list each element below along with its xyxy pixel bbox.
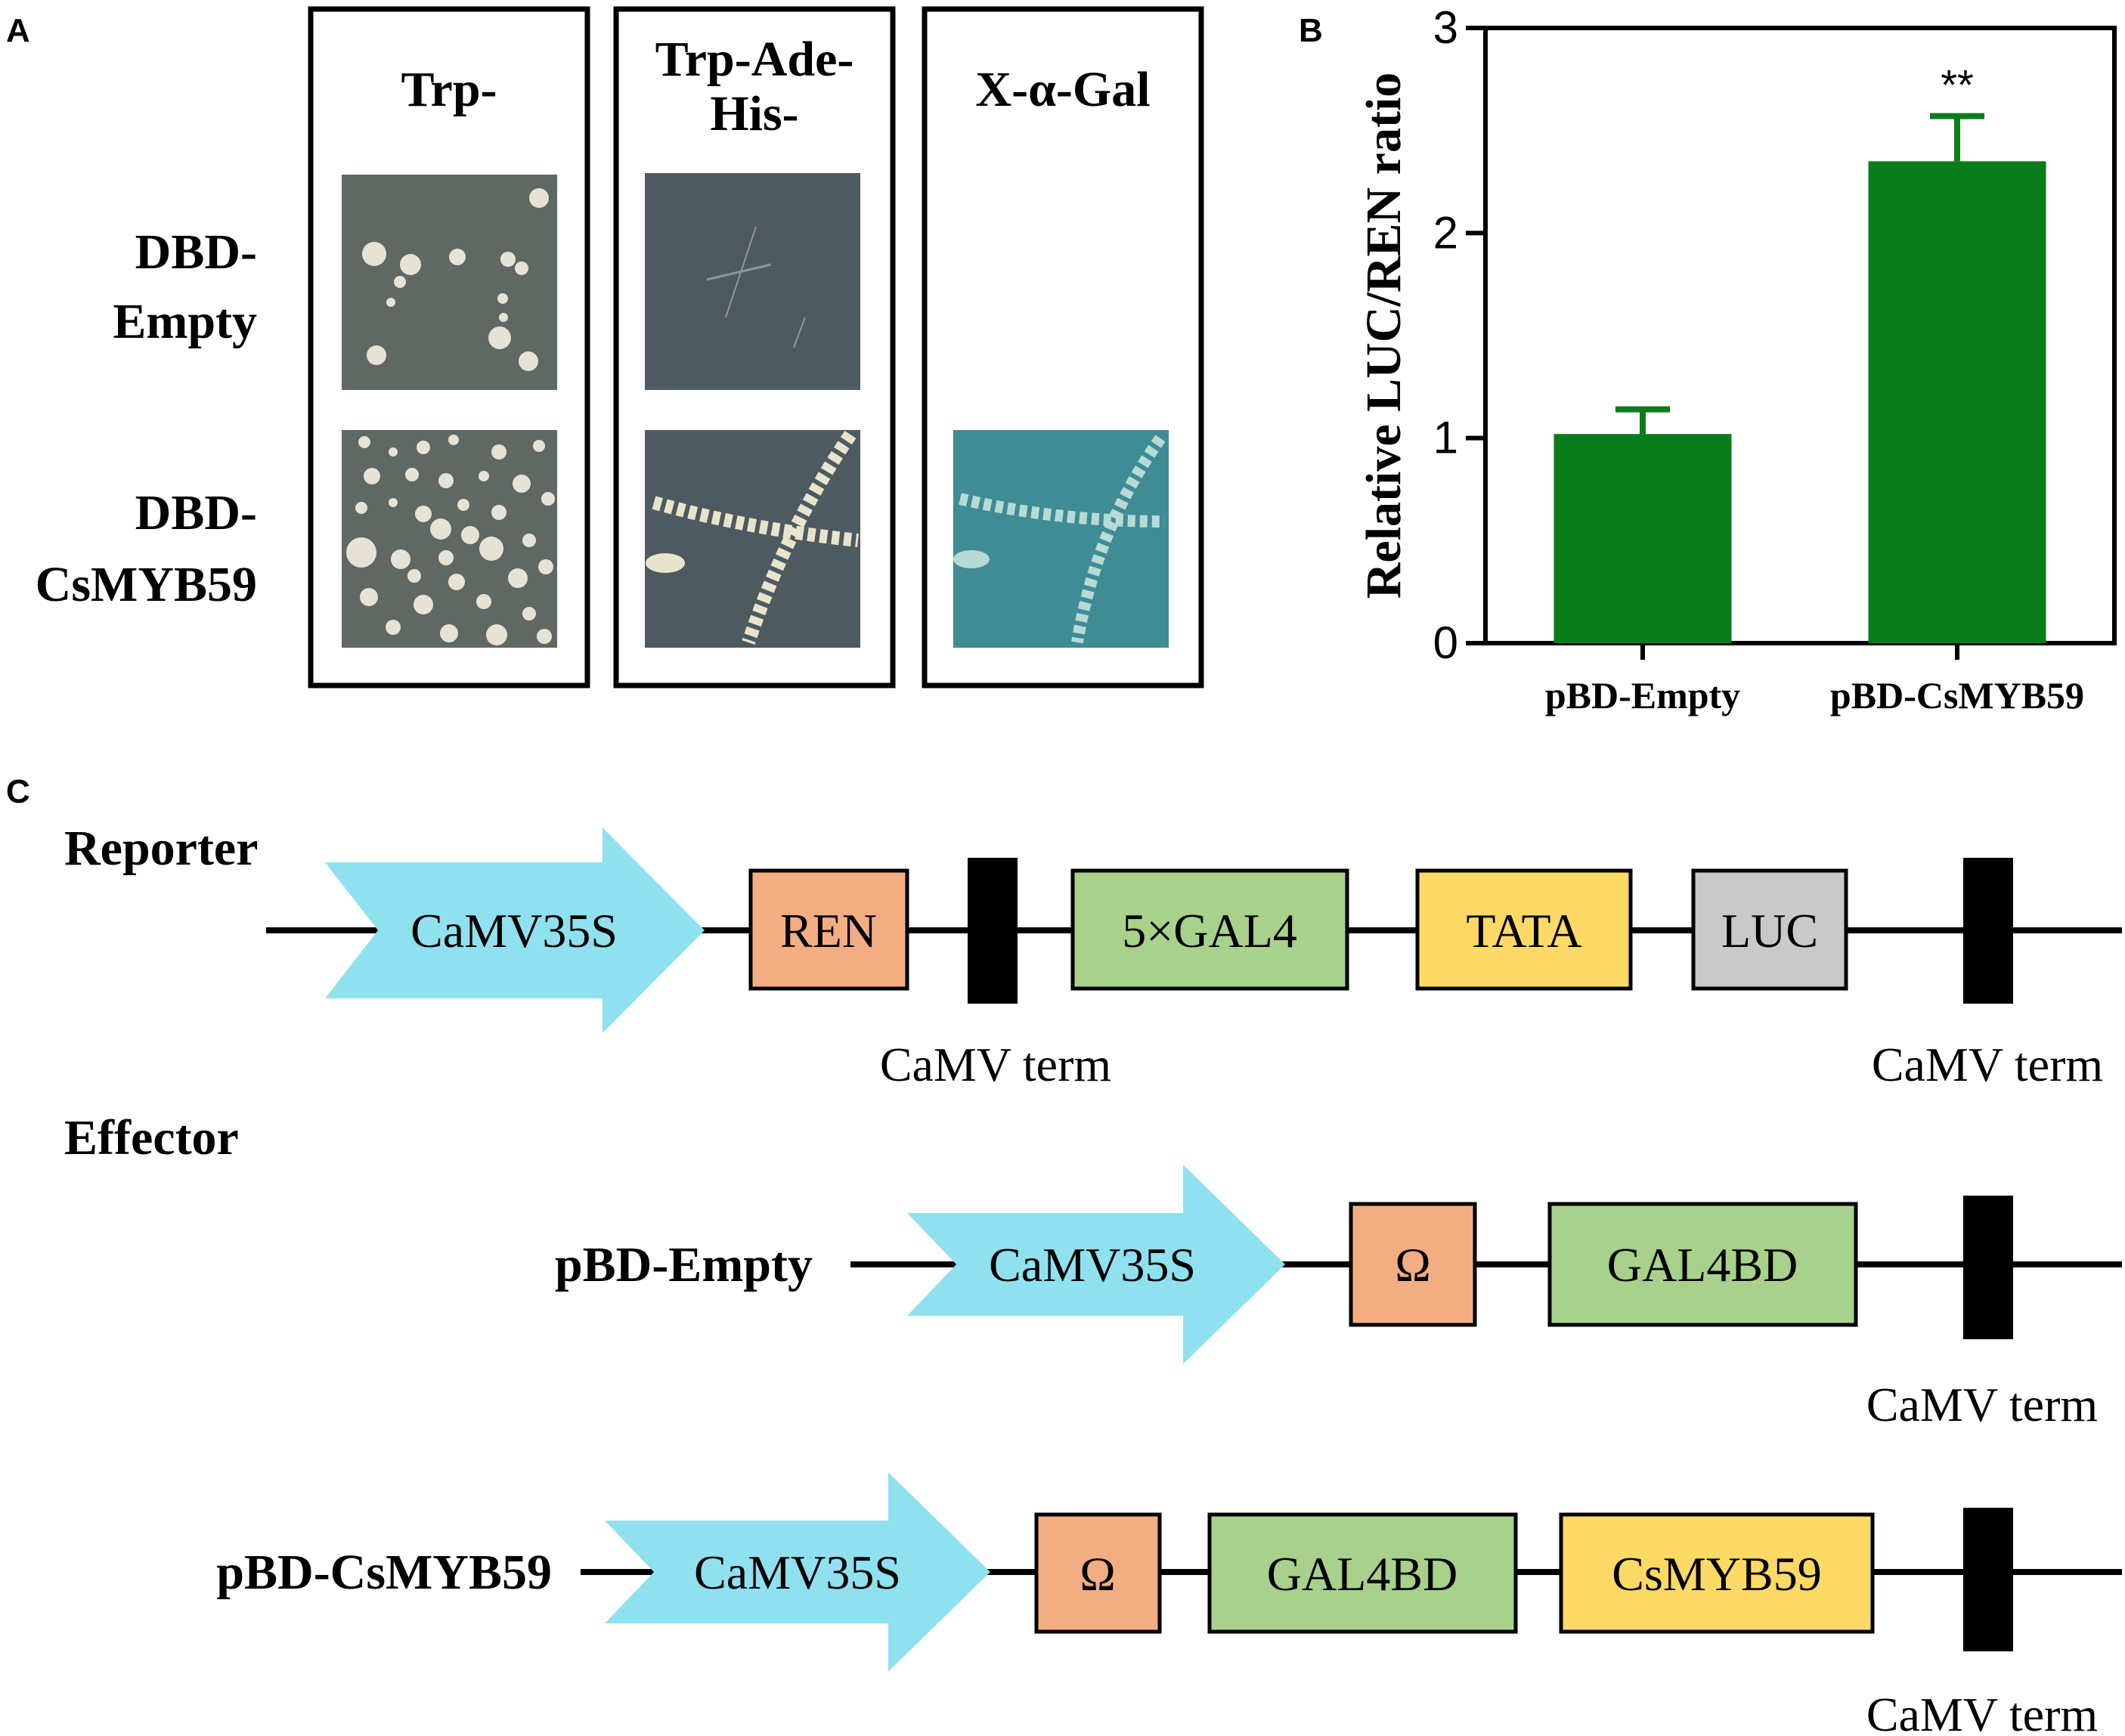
column-header-his: His- [710, 86, 798, 141]
chart-marks: 0 1 2 3 pBD-Empty pBD-CsMYB59 ** [1433, 2, 2084, 716]
reporter-terminator-1 [968, 858, 1018, 1004]
reporter-box-tata [1415, 868, 1633, 991]
plate-xgal-csmyb59 [953, 430, 1169, 648]
reporter-box-tata-label: TATA [1466, 904, 1581, 958]
reporter-box-gal4-label: 5×GAL4 [1122, 904, 1297, 958]
x-tick-label-0: pBD-Empty [1545, 674, 1740, 716]
reporter-promoter-arrow [325, 828, 705, 1033]
empty-promoter-label: CaMV35S [989, 1238, 1196, 1292]
bar-1 [1868, 161, 2046, 643]
reporter-box-luc [1691, 868, 1848, 991]
reporter-box-ren-label: REN [780, 904, 877, 958]
empty-box-gal4bd-label: GAL4BD [1607, 1238, 1798, 1292]
empty-box-omega [1349, 1202, 1477, 1327]
csmyb-box-csmyb59 [1559, 1512, 1875, 1634]
csmyb-term-label: CaMV term [1866, 1688, 2098, 1736]
empty-box-omega-label: Ω [1395, 1238, 1431, 1292]
panel-b: B Relative LUC/REN ratio 0 1 2 3 pBD-Empty pB… [1299, 2, 2117, 716]
plot-frame [1483, 26, 2117, 645]
empty-box-gal4bd [1547, 1202, 1858, 1327]
column-frame-x-gal [922, 6, 1204, 689]
column-header-trp-ade: Trp-Ade- [655, 32, 854, 87]
x-tick-label-1: pBD-CsMYB59 [1830, 674, 2084, 716]
plate-trp-csmyb59 [342, 430, 557, 648]
csmyb-construct-label: pBD-CsMYB59 [216, 1545, 552, 1600]
plate-trp-empty [342, 175, 557, 390]
reporter-term-label-1: CaMV term [880, 1038, 1111, 1091]
column-frame-trp-ade-his [613, 6, 896, 689]
effector-label: Effector [64, 1110, 239, 1165]
reporter-promoter-label: CaMV35S [410, 904, 618, 958]
csmyb-box-omega [1034, 1512, 1162, 1634]
empty-terminator [1963, 1196, 2013, 1339]
reporter-terminator-2 [1963, 858, 2013, 1004]
csmyb-box-omega-label: Ω [1080, 1547, 1116, 1601]
csmyb-promoter-label: CaMV35S [694, 1546, 901, 1599]
plate-tah-empty [645, 173, 860, 390]
panel-b-letter: B [1299, 12, 1323, 49]
y-tick-label-3: 3 [1433, 2, 1458, 53]
reporter-term-label-2: CaMV term [1872, 1038, 2103, 1091]
row-label-dbd-2: DBD- [135, 485, 257, 540]
row-label-dbd: DBD- [135, 224, 257, 280]
csmyb-terminator [1963, 1508, 2013, 1651]
csmyb-box-gal4bd-label: GAL4BD [1267, 1547, 1457, 1601]
y-tick-label-1: 1 [1433, 413, 1458, 463]
empty-promoter-arrow [907, 1165, 1285, 1364]
panel-c: C Reporter CaMV35S REN CaMV term 5×GAL4 … [6, 773, 2122, 1736]
y-axis-label: Relative LUC/REN ratio [1356, 73, 1411, 599]
y-tick-label-0: 0 [1433, 617, 1458, 668]
panel-a: A Trp- Trp-Ade- His- X-α-Gal DBD- Empty … [6, 6, 1204, 689]
panel-a-letter: A [6, 12, 30, 49]
significance-marker: ** [1941, 61, 1974, 109]
reporter-box-luc-label: LUC [1721, 904, 1818, 958]
row-label-empty: Empty [113, 294, 257, 349]
csmyb-promoter-arrow [605, 1472, 990, 1672]
column-header-trp: Trp- [401, 62, 497, 117]
csmyb-box-gal4bd [1207, 1512, 1518, 1634]
column-header-x-gal: X-α-Gal [975, 62, 1150, 117]
csmyb-box-csmyb59-label: CsMYB59 [1612, 1547, 1821, 1601]
column-frame-trp [308, 6, 590, 689]
y-tick-label-2: 2 [1433, 207, 1458, 258]
plate-tah-csmyb59 [645, 430, 860, 648]
empty-construct-label: pBD-Empty [555, 1237, 813, 1292]
row-label-csmyb59: CsMYB59 [36, 557, 257, 612]
reporter-label: Reporter [64, 821, 259, 876]
reporter-box-gal4 [1070, 868, 1349, 991]
bar-0 [1553, 434, 1732, 643]
reporter-box-ren [748, 868, 909, 991]
empty-term-label: CaMV term [1866, 1378, 2098, 1431]
panel-c-letter: C [6, 773, 30, 810]
